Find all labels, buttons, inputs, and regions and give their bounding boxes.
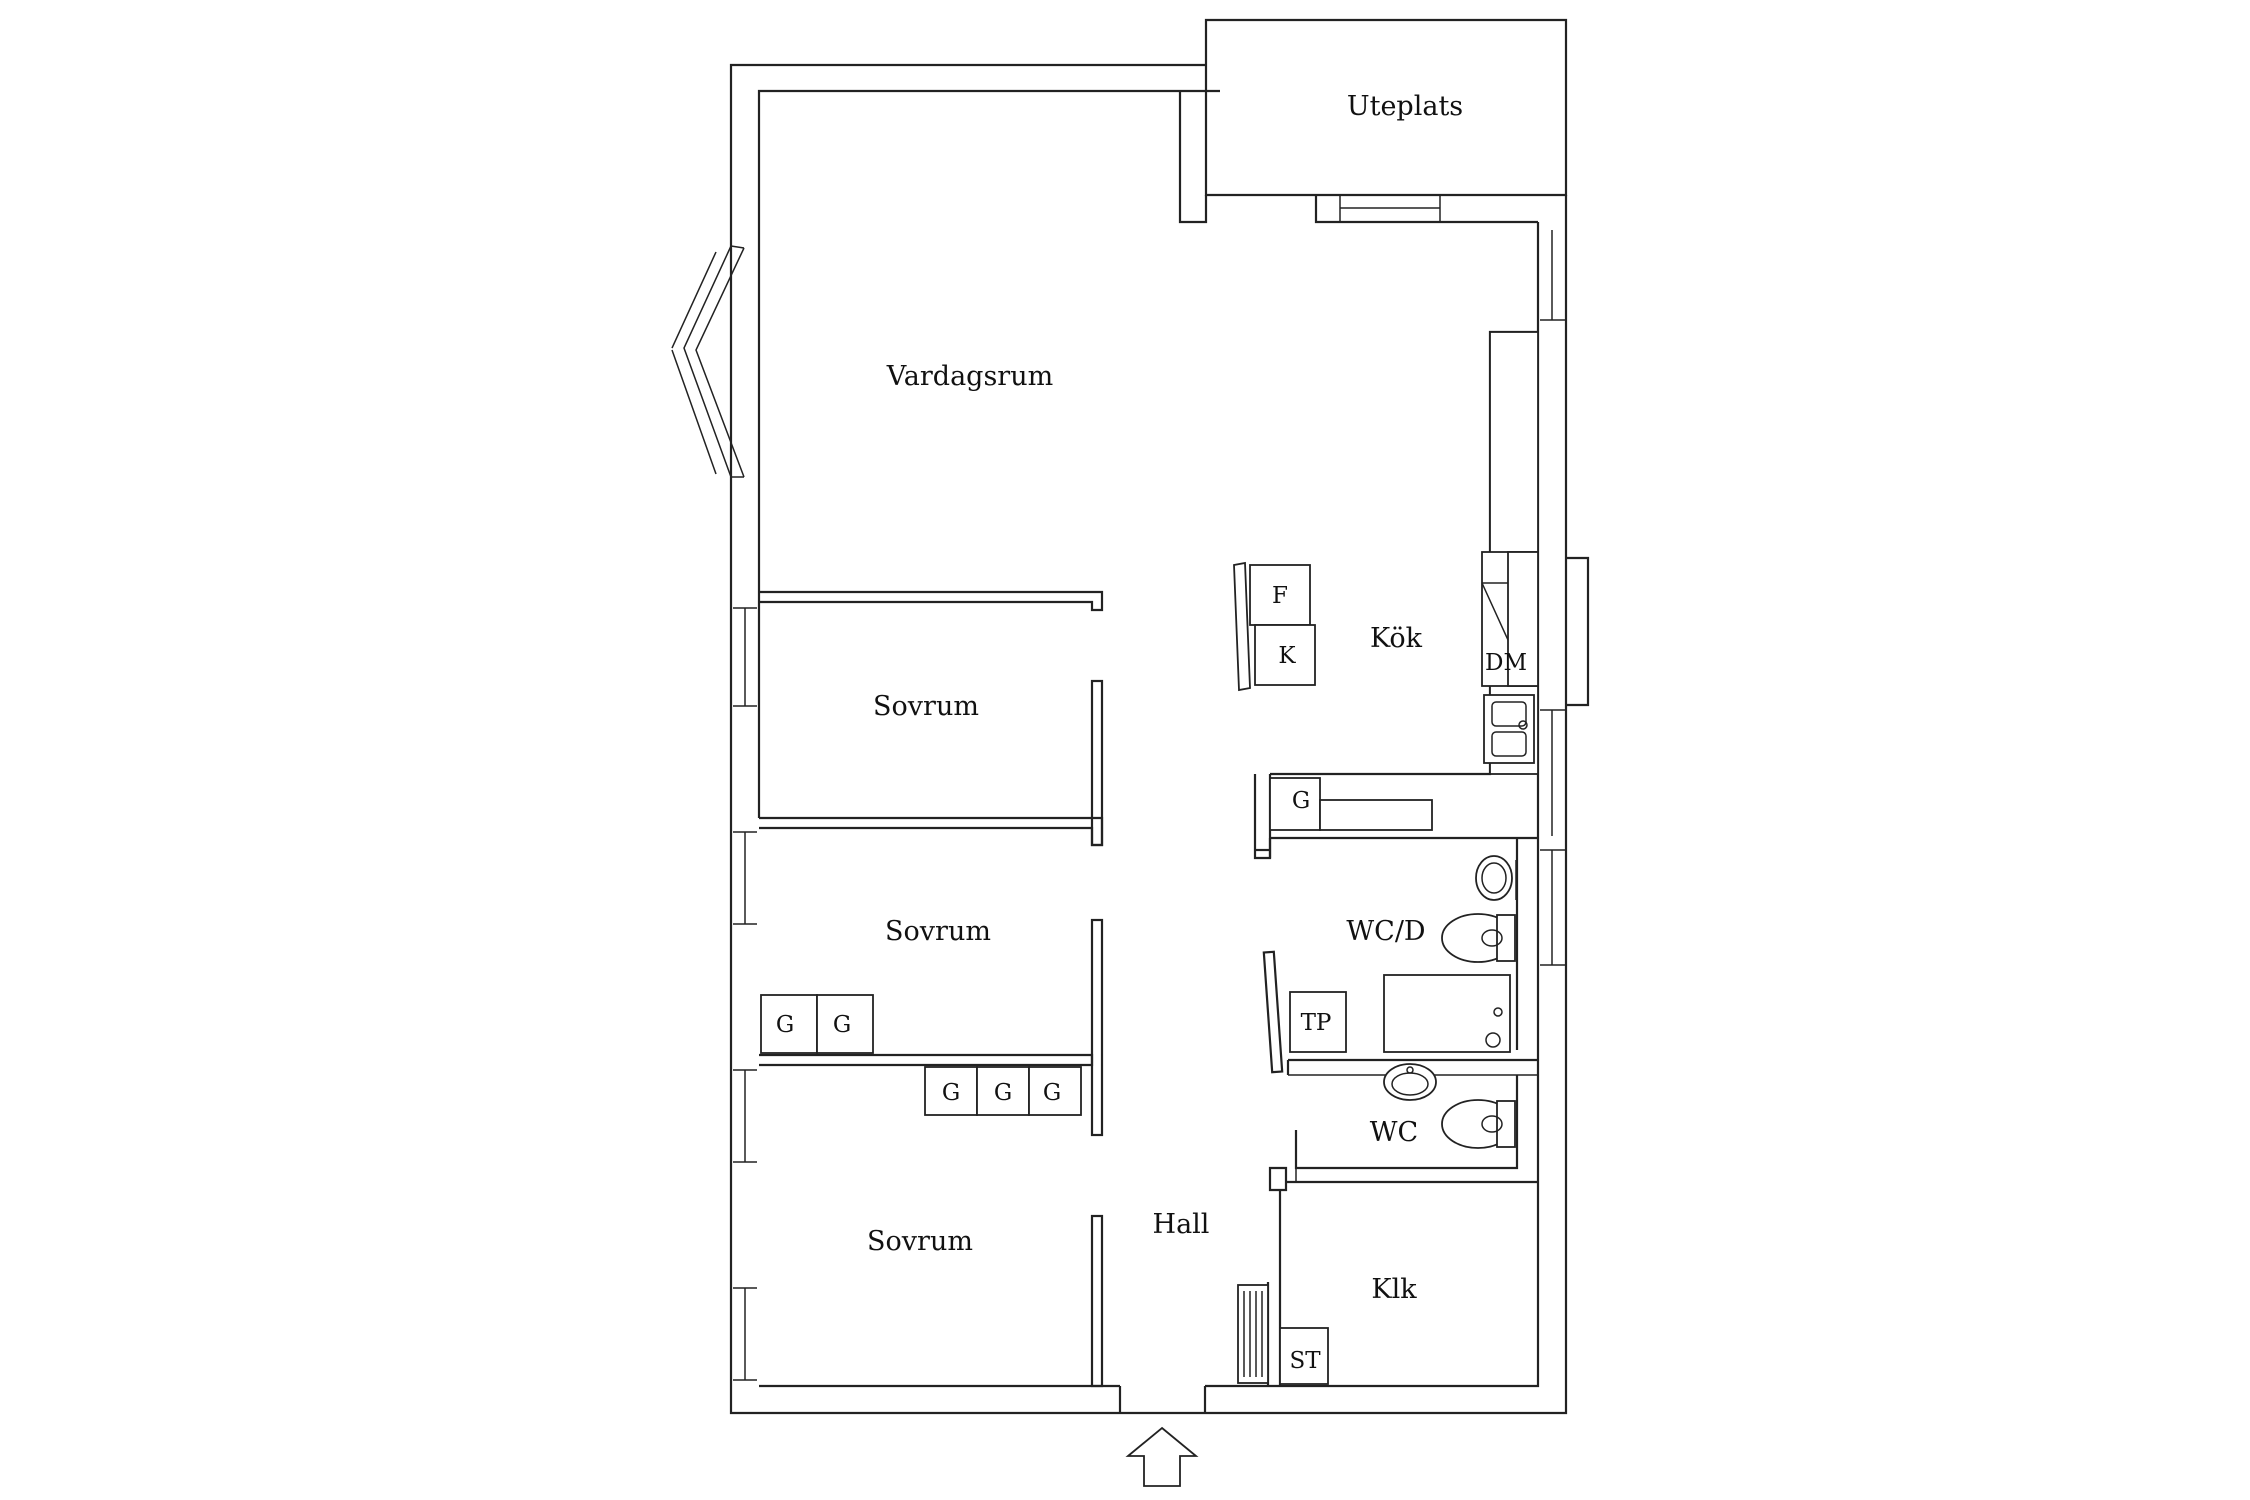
arrow-up-icon (1125, 1426, 1199, 1487)
label-washer-dryer: TP (1301, 1010, 1332, 1036)
label-sovrum-3: Sovrum (867, 1226, 973, 1257)
label-dishwasher: DM (1485, 650, 1527, 676)
label-klk: Klk (1371, 1274, 1417, 1305)
label-hall: Hall (1153, 1209, 1210, 1240)
label-wc: WC (1370, 1117, 1418, 1148)
shower (1383, 974, 1511, 1053)
label-wardrobe: G (833, 1012, 851, 1038)
washbasin-icon (1475, 855, 1517, 901)
label-wardrobe: G (1043, 1080, 1061, 1106)
left-windows (733, 607, 757, 1381)
label-sovrum-1: Sovrum (873, 691, 979, 722)
kitchen-counter (1481, 331, 1539, 775)
label-fridge: K (1278, 643, 1296, 669)
label-closet: ST (1289, 1348, 1321, 1374)
closet-klk (1279, 1327, 1329, 1385)
label-wardrobe: G (942, 1080, 960, 1106)
label-uteplats: Uteplats (1347, 91, 1463, 122)
label-wardrobe: G (776, 1012, 794, 1038)
label-freezer: F (1272, 583, 1288, 609)
toilet-icon (1441, 913, 1516, 963)
fridge-freezer (1233, 561, 1316, 692)
wardrobes-bedroom-2 (760, 994, 874, 1054)
outer-walls (729, 18, 1568, 1415)
label-sovrum-2: Sovrum (885, 916, 991, 947)
freezer (1249, 564, 1311, 626)
fridge (1254, 624, 1316, 686)
washer-dryer (1289, 991, 1347, 1053)
label-kok: Kök (1370, 623, 1423, 654)
label-wardrobe: G (994, 1080, 1012, 1106)
label-vardagsrum: Vardagsrum (886, 361, 1053, 392)
washbasin-icon (1383, 1063, 1437, 1101)
label-wardrobe-kitchen: G (1292, 788, 1310, 814)
wardrobes-bedroom-3 (924, 1066, 1082, 1116)
right-windows (1540, 230, 1590, 966)
radiator-icon (1237, 1284, 1269, 1384)
label-wc-d: WC/D (1346, 916, 1425, 947)
kitchen-wardrobe (1269, 777, 1433, 831)
toilet-icon (1441, 1099, 1516, 1149)
bay-window (671, 245, 745, 478)
